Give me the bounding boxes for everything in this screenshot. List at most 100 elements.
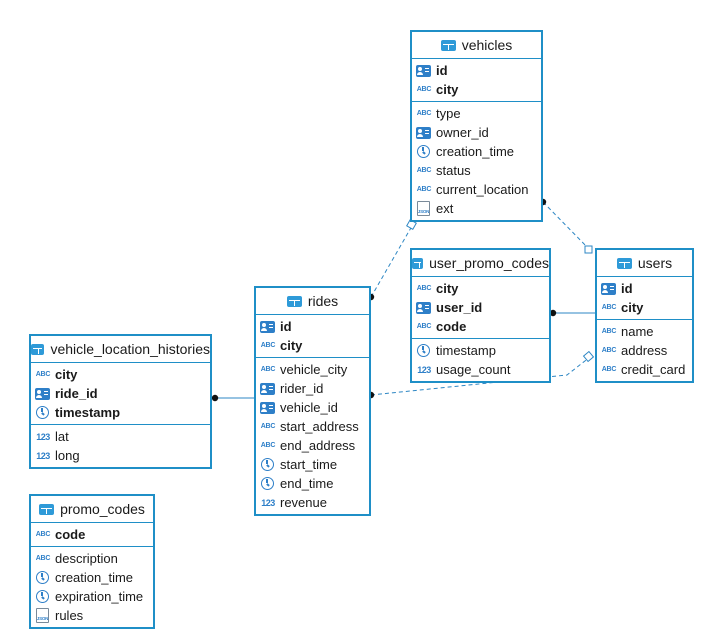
column-name: code	[55, 527, 86, 542]
column-name: revenue	[280, 495, 327, 510]
column-name: lat	[55, 429, 69, 444]
clock-icon	[36, 406, 49, 419]
column-row[interactable]: 123 lat	[31, 427, 210, 446]
link-end-square	[582, 350, 595, 363]
text-type-icon: ABC	[601, 304, 617, 311]
table-title: promo_codes	[60, 501, 145, 517]
key-id-icon	[260, 382, 275, 395]
table-header[interactable]: rides	[256, 288, 369, 315]
link-end-dot	[211, 394, 219, 402]
column-name: end_time	[280, 476, 334, 491]
table-header[interactable]: promo_codes	[31, 496, 153, 523]
column-name: ext	[436, 201, 454, 216]
text-type-icon: ABC	[416, 167, 432, 174]
column-row[interactable]: vehicle_id	[256, 398, 369, 417]
table-header[interactable]: users	[597, 250, 692, 277]
table-header[interactable]: vehicles	[412, 32, 541, 59]
json-file-icon: JSON	[417, 201, 430, 216]
column-name: user_id	[436, 300, 483, 315]
text-type-icon: ABC	[416, 285, 432, 292]
column-row[interactable]: timestamp	[31, 403, 210, 422]
link-end-square	[584, 245, 593, 254]
number-type-icon: 123	[36, 450, 50, 461]
number-type-icon: 123	[36, 431, 50, 442]
column-row[interactable]: ABC vehicle_city	[256, 360, 369, 379]
column-row[interactable]: end_time	[256, 474, 369, 493]
table-icon	[286, 295, 302, 307]
column-name: id	[280, 319, 292, 334]
column-name: city	[436, 281, 459, 296]
table-icon	[31, 343, 45, 355]
column-row[interactable]: creation_time	[31, 568, 153, 587]
text-type-icon: ABC	[35, 531, 51, 538]
column-row[interactable]: owner_id	[412, 123, 541, 142]
column-row[interactable]: expiration_time	[31, 587, 153, 606]
column-row[interactable]: id	[597, 279, 692, 298]
column-name: city	[55, 367, 78, 382]
column-row[interactable]: rider_id	[256, 379, 369, 398]
table-title: vehicles	[461, 37, 513, 53]
text-type-icon: ABC	[260, 442, 276, 449]
column-name: vehicle_id	[280, 400, 338, 415]
column-row[interactable]: id	[256, 317, 369, 336]
column-name: timestamp	[55, 405, 121, 420]
link-rides-users[interactable]	[370, 356, 591, 396]
column-name: start_time	[280, 457, 338, 472]
text-type-icon: ABC	[260, 366, 276, 373]
link-rides-vehicles[interactable]	[370, 225, 413, 298]
column-name: creation_time	[436, 144, 515, 159]
json-file-icon: JSON	[36, 608, 49, 623]
key-id-icon	[416, 126, 431, 139]
column-name: city	[280, 338, 303, 353]
table-header[interactable]: user_promo_codes	[412, 250, 549, 277]
column-name: id	[621, 281, 633, 296]
clock-icon	[261, 477, 274, 490]
column-row[interactable]: start_time	[256, 455, 369, 474]
column-name: rider_id	[280, 381, 324, 396]
column-name: name	[621, 324, 654, 339]
column-row[interactable]: id	[412, 61, 541, 80]
table-header[interactable]: vehicle_location_histories	[31, 336, 210, 363]
table-icon	[616, 257, 632, 269]
column-row[interactable]: user_id	[412, 298, 549, 317]
column-row[interactable]: JSON ext	[412, 199, 541, 218]
column-name: start_address	[280, 419, 359, 434]
column-row[interactable]: ride_id	[31, 384, 210, 403]
column-name: owner_id	[436, 125, 489, 140]
column-row[interactable]: ABC city	[412, 279, 549, 298]
column-name: id	[436, 63, 448, 78]
column-row[interactable]: ABC code	[31, 525, 153, 544]
column-name: credit_card	[621, 362, 686, 377]
column-row[interactable]: creation_time	[412, 142, 541, 161]
column-row[interactable]: timestamp	[412, 341, 549, 360]
column-name: vehicle_city	[280, 362, 348, 377]
link-vehicles-users[interactable]	[542, 201, 591, 251]
